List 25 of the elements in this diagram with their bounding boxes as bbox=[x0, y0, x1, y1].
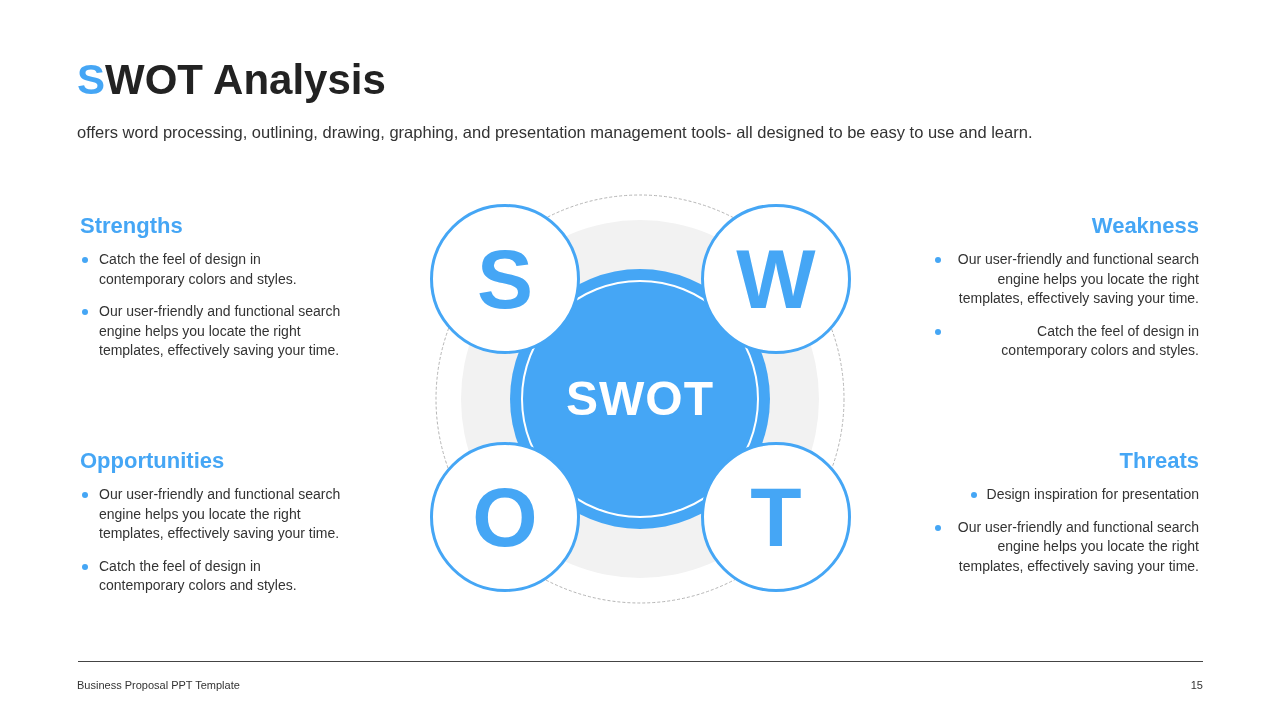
bullet-text: Our user-friendly and functional search engine helps you locate the right templates, effectively saving your time. bbox=[956, 250, 1199, 308]
circle-letter: S bbox=[477, 237, 533, 321]
slide-title: SWOT Analysis bbox=[77, 55, 386, 105]
letter-circle bbox=[701, 204, 851, 354]
bullet-text: Design inspiration for presentation bbox=[986, 485, 1199, 504]
section-heading: Threats bbox=[1119, 447, 1199, 475]
letter-circle bbox=[701, 442, 851, 592]
page-number: 15 bbox=[1190, 678, 1203, 692]
subtitle: offers word processing, outlining, drawing, graphing, and presentation management tools- all designed to be easy to use and learn. bbox=[77, 122, 1033, 143]
section-heading: Opportunities bbox=[80, 447, 225, 475]
circle-letter: W bbox=[736, 237, 816, 321]
section-heading: Strengths bbox=[80, 212, 183, 240]
bullet-text: Our user-friendly and functional search engine helps you locate the right templates, effectively saving your time. bbox=[99, 302, 342, 360]
bullet-text: Catch the feel of design in contemporary colors and styles. bbox=[99, 556, 298, 595]
section-heading: Weakness bbox=[1091, 212, 1199, 240]
letter-circle bbox=[430, 442, 580, 592]
letter-circle bbox=[430, 204, 580, 354]
bullet-text: Our user-friendly and functional search engine helps you locate the right templates, effectively saving your time. bbox=[956, 517, 1199, 576]
circle-letter: O bbox=[472, 475, 538, 559]
bullet-text: Catch the feel of design in contemporary colors and styles. bbox=[99, 250, 298, 289]
circle-letter: T bbox=[750, 475, 802, 559]
bullet-text: Catch the feel of design in contemporary colors and styles. bbox=[1000, 321, 1199, 360]
center-label: SWOT bbox=[566, 375, 714, 423]
bullet-text: Our user-friendly and functional search engine helps you locate the right templates, effectively saving your time. bbox=[99, 485, 342, 543]
footer-text: Business Proposal PPT Template bbox=[77, 678, 240, 692]
